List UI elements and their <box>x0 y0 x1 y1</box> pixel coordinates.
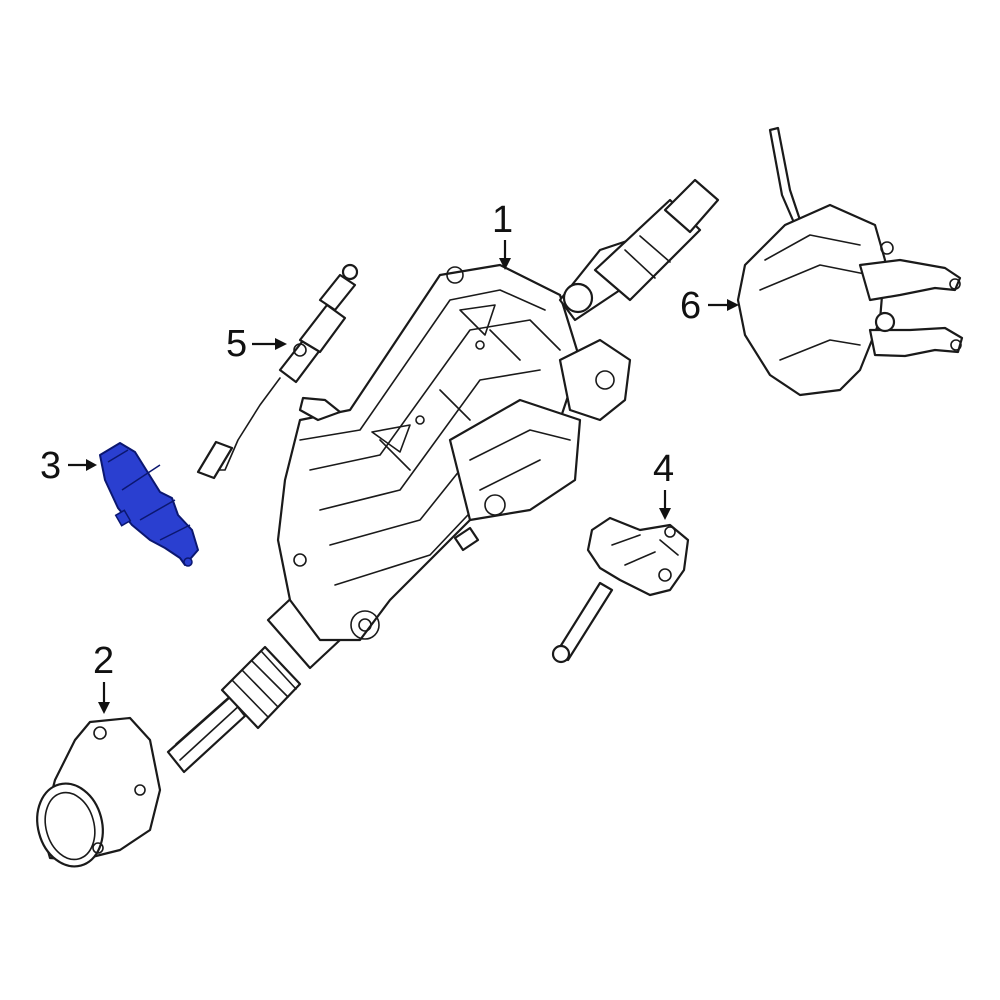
callout-1-label: 1 <box>492 199 513 241</box>
column-bezel-part[interactable] <box>28 716 162 874</box>
callout-4: 4 <box>653 448 674 520</box>
callout-6-label: 6 <box>680 285 701 327</box>
callout-6: 6 <box>680 285 739 327</box>
steering-column-part[interactable] <box>166 178 720 774</box>
callout-4-label: 4 <box>653 448 674 490</box>
callout-5-label: 5 <box>226 323 247 365</box>
intermediate-shaft-part[interactable] <box>196 263 359 480</box>
callout-3-label: 3 <box>40 445 61 487</box>
callout-2: 2 <box>93 640 114 714</box>
callout-5: 5 <box>226 323 287 365</box>
callout-1: 1 <box>492 199 513 270</box>
combination-switch-part[interactable] <box>736 126 964 397</box>
column-lock-part[interactable] <box>551 516 690 664</box>
callout-3: 3 <box>40 445 97 487</box>
tilt-switch-part[interactable] <box>99 442 199 567</box>
callout-2-label: 2 <box>93 640 114 682</box>
